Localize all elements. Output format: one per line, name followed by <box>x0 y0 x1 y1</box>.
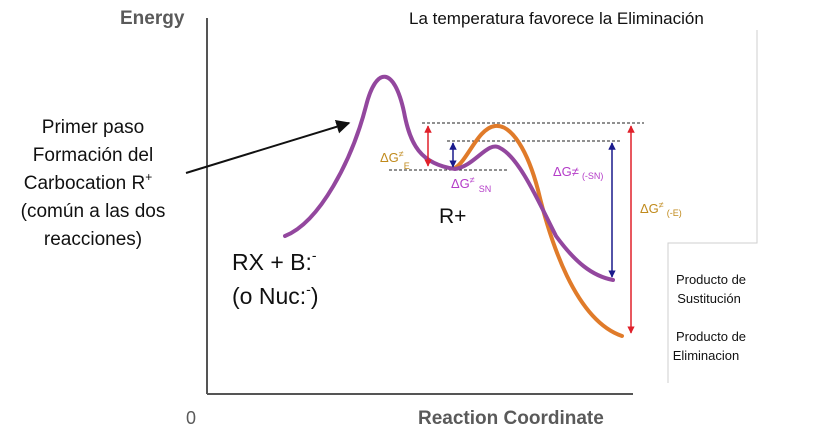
page-title: La temperatura favorece la Eliminación <box>409 9 704 28</box>
origin-label: 0 <box>186 408 196 428</box>
dg-overall-elimination-label: ΔG≠(-E) <box>640 200 682 218</box>
elimination-product-line-1: Producto de <box>676 329 746 344</box>
substitution-product-line-2: Sustitución <box>677 291 741 306</box>
x-axis-label: Reaction Coordinate <box>418 408 604 429</box>
dg-overall-substitution-label: ΔG≠(-SN) <box>553 164 603 181</box>
elimination-product-line-2: Eliminacion <box>673 348 739 363</box>
annotation-line-1: Primer paso <box>42 117 144 138</box>
frame-line <box>667 30 758 383</box>
annotation-line-5: reacciones) <box>44 229 142 250</box>
substitution-product-line-1: Producto de <box>676 272 746 287</box>
reactants-label-line-1: RX + B:- <box>232 247 317 275</box>
dg-ts-substitution-label: ΔG≠SN <box>451 175 491 194</box>
first-step-annotation: Primer paso Formación del Carbocation R+… <box>21 117 166 250</box>
annotation-pointer-arrow <box>185 120 351 174</box>
reactants-label-line-2: (o Nuc:-) <box>232 281 318 309</box>
intermediate-label: R+ <box>439 205 466 228</box>
substitution-curve <box>283 74 615 282</box>
dg-ts-elimination-label: ΔG≠E <box>380 149 410 171</box>
annotation-line-2: Formación del <box>33 145 153 166</box>
elimination-curve <box>453 123 624 338</box>
y-axis-label: Energy <box>120 8 185 29</box>
annotation-line-3: Carbocation R+ <box>24 170 152 194</box>
annotation-line-4: (común a las dos <box>21 201 166 222</box>
product-labels: Producto de Sustitución Producto de Elim… <box>673 272 746 363</box>
